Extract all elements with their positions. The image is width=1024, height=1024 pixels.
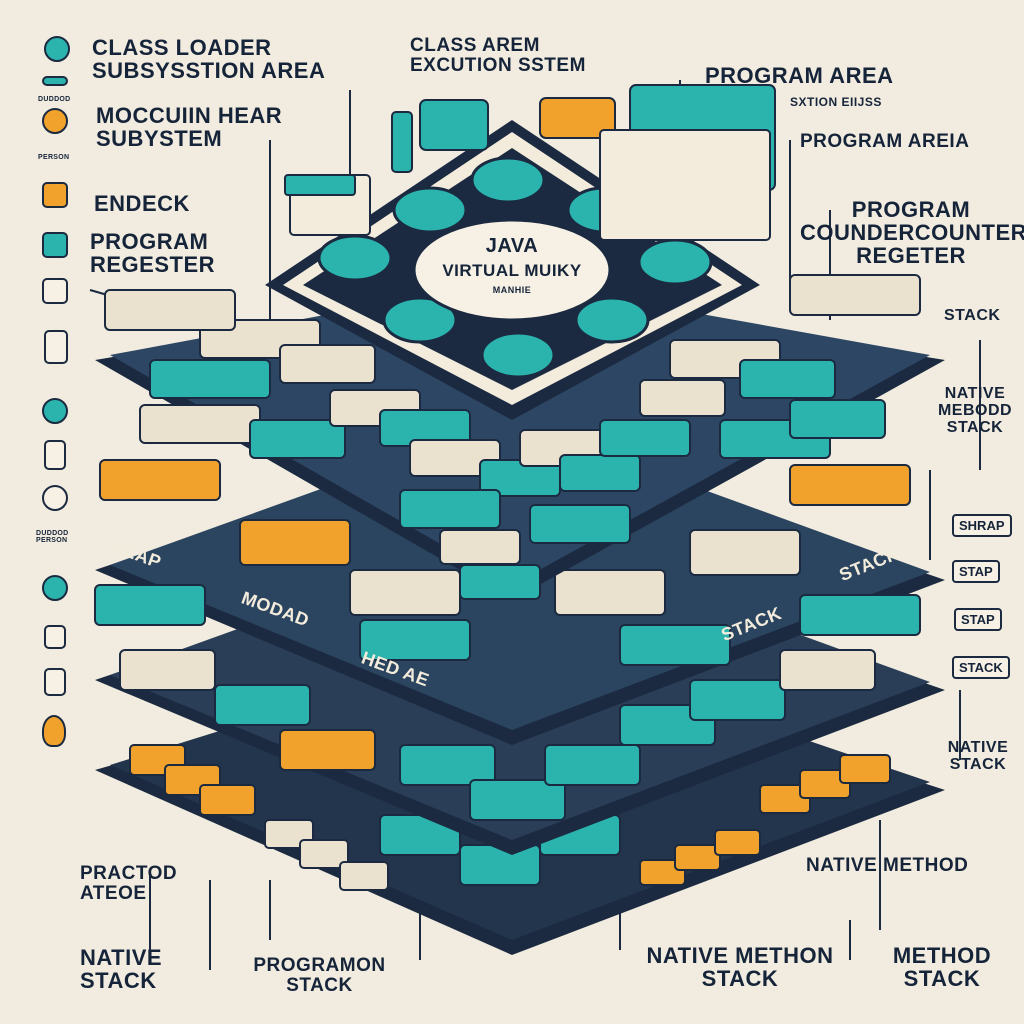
label-moccutn: MOCCUIIN HEAR SUBYSTEM: [96, 103, 283, 152]
label-native-mebod: NATIVE MEBODD STACK: [937, 385, 1013, 436]
center-line-2: VIRTUAL MUIKY: [442, 261, 582, 280]
file-icon: [44, 440, 66, 470]
label-programon: PROGRAMON STACK: [253, 955, 386, 996]
subsystem-icon: [42, 108, 68, 134]
center-line-1: JAVA: [485, 235, 539, 257]
card-icon: [42, 278, 68, 304]
page-icon: [44, 668, 66, 696]
label-method-stack: METHOD STACK: [892, 943, 992, 992]
mini-label-2: PERSON: [38, 154, 70, 161]
center-line-3: MANHIE: [492, 285, 532, 295]
node-icon: [42, 575, 68, 601]
mini-label-3: DUDDOD PERSON: [36, 530, 69, 544]
label-endeck: ENDECK: [94, 191, 190, 216]
label-class-area: CLASS AREM EXCUTION SSTEM: [410, 35, 586, 76]
disc-icon: [42, 398, 68, 424]
label-practod: PRACTOD ATEOE: [80, 863, 178, 904]
lock-icon: [44, 625, 66, 649]
badge-icon: [42, 485, 68, 511]
label-program-area-1: PROGRAM AREA: [705, 63, 894, 88]
tag-shrap: SHRAP: [952, 514, 1012, 537]
document-icon: [44, 330, 68, 364]
tag-stack: STACK: [952, 656, 1010, 679]
program-register-icon: [42, 232, 68, 258]
bulb-icon: [42, 715, 66, 747]
label-mirror: SXTION EIIJSS: [790, 95, 882, 109]
tag-stap: STAP: [952, 560, 1000, 583]
label-native-methon: NATIVE METHON STACK: [646, 943, 834, 992]
label-program-area-2: PROGRAM AREIA: [800, 131, 970, 152]
label-stack-right: STACK: [944, 307, 1001, 324]
label-native-method: NATIVE METHOD: [806, 855, 969, 876]
label-class-loader: CLASS LOADER SUBSYSSTION AREA: [92, 35, 326, 84]
label-native-stack-left: NATIVE STACK: [80, 945, 163, 994]
label-program-regester: PROGRAM REGESTER: [90, 229, 216, 278]
label-program-counter: PROGRAM COUNDERCOUNTER REGETER: [800, 197, 1024, 269]
endeck-icon: [42, 182, 68, 208]
mini-label-1: DUDDOD: [38, 96, 71, 103]
label-native-stack-right: NATIVE STACK: [947, 739, 1009, 773]
tag-stap-2: STAP: [954, 608, 1002, 631]
chip-icon: [42, 76, 68, 86]
class-loader-icon: [44, 36, 70, 62]
